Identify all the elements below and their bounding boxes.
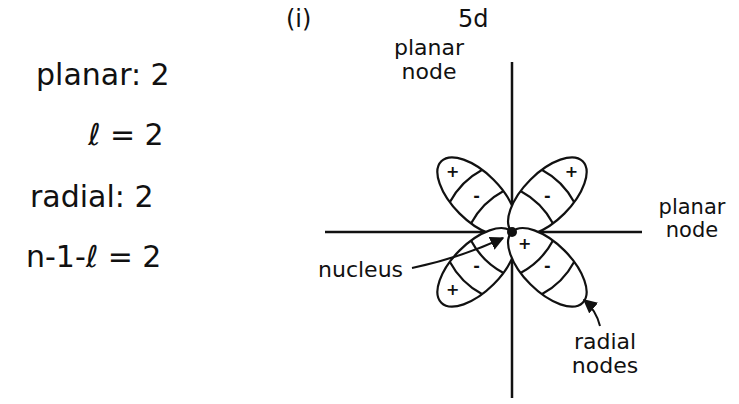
- nucleus-label: nucleus: [318, 258, 403, 282]
- phase-sign: -: [539, 257, 555, 275]
- note-text: radial: 2: [30, 180, 154, 213]
- phase-sign: +: [563, 163, 579, 181]
- phase-sign: +: [445, 163, 461, 181]
- phase-sign: -: [469, 257, 485, 275]
- phase-sign: +: [517, 235, 533, 253]
- node-label: radial nodes: [560, 330, 650, 378]
- phase-sign: -: [539, 187, 555, 205]
- node-label: planar node: [650, 196, 734, 242]
- leader-line: [412, 238, 503, 268]
- orbital-lobe: [424, 215, 529, 320]
- phase-sign: +: [445, 281, 461, 299]
- note-text: planar: 2: [36, 58, 170, 91]
- orbital-lobe: [495, 144, 600, 249]
- orbital-lobe: [424, 144, 529, 249]
- orbital-lobe: [495, 215, 600, 320]
- note-text: ℓ = 2: [88, 118, 164, 151]
- phase-sign: -: [469, 187, 485, 205]
- note-text: n-1-ℓ = 2: [26, 240, 161, 273]
- leader-line: [584, 300, 600, 326]
- node-label: planar node: [384, 36, 474, 84]
- part-label: (i): [286, 6, 311, 32]
- orbital-name: 5d: [458, 6, 489, 32]
- nucleus-dot: [507, 227, 517, 237]
